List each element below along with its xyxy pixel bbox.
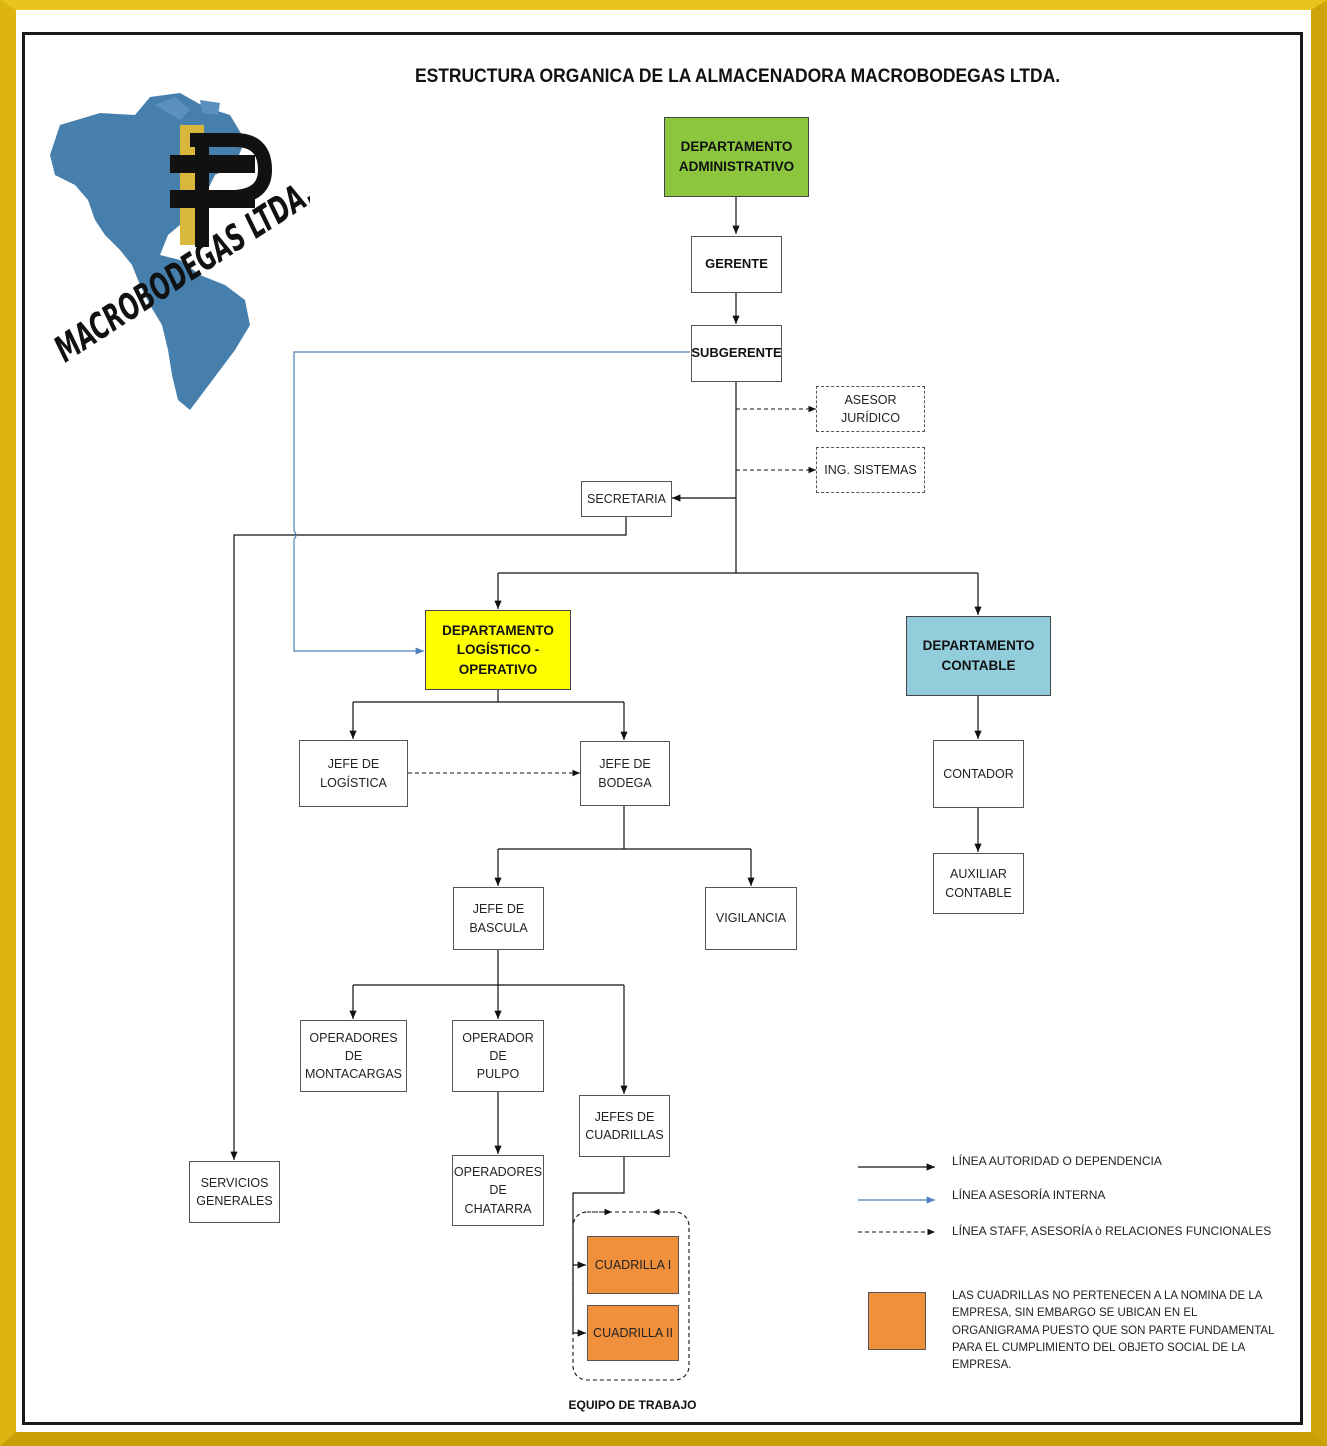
node-departamento-contable: DEPARTAMENTO CONTABLE <box>906 616 1051 696</box>
mb-emblem <box>170 125 273 247</box>
node-secretaria: SECRETARIA <box>581 481 672 517</box>
legend-staff-label: LÍNEA STAFF, ASESORÍA ò RELACIONES FUNCI… <box>952 1224 1272 1238</box>
node-operador-de-pulpo: OPERADOR DE PULPO <box>452 1020 544 1092</box>
node-cuadrilla-i: CUADRILLA I <box>587 1236 679 1294</box>
macrobodegas-logo: MACROBODEGAS LTDA. <box>48 93 310 410</box>
node-asesor-juridico: ASESOR JURÍDICO <box>816 386 925 432</box>
node-servicios-generales: SERVICIOS GENERALES <box>189 1161 280 1223</box>
node-departamento-logistico-operativo: DEPARTAMENTO LOGÍSTICO - OPERATIVO <box>425 610 571 690</box>
legend-crew-swatch <box>868 1292 926 1350</box>
node-cuadrilla-ii: CUADRILLA II <box>587 1305 679 1361</box>
legend-authority-label: LÍNEA AUTORIDAD O DEPENDENCIA <box>952 1154 1162 1168</box>
node-jefes-de-cuadrillas: JEFES DE CUADRILLAS <box>579 1095 670 1157</box>
node-operadores-de-montacargas: OPERADORES DE MONTACARGAS <box>300 1020 407 1092</box>
node-departamento-administrativo: DEPARTAMENTO ADMINISTRATIVO <box>664 117 809 197</box>
legend-crew-note: LAS CUADRILLAS NO PERTENECEN A LA NOMINA… <box>952 1290 1275 1371</box>
node-ing-sistemas: ING. SISTEMAS <box>816 447 925 493</box>
team-caption: EQUIPO DE TRABAJO <box>568 1398 697 1412</box>
chart-border <box>22 32 1303 1425</box>
node-jefe-de-bodega: JEFE DE BODEGA <box>580 741 670 806</box>
node-gerente: GERENTE <box>691 236 782 293</box>
page-title: ESTRUCTURA ORGANICA DE LA ALMACENADORA M… <box>414 66 1061 87</box>
node-contador: CONTADOR <box>933 740 1024 808</box>
node-subgerente: SUBGERENTE <box>691 325 782 382</box>
node-jefe-de-bascula: JEFE DE BASCULA <box>453 887 544 950</box>
node-auxiliar-contable: AUXILIAR CONTABLE <box>933 853 1024 914</box>
node-operadores-de-chatarra: OPERADORES DE CHATARRA <box>452 1155 544 1226</box>
legend-advisory-label: LÍNEA ASESORÍA INTERNA <box>952 1188 1106 1202</box>
node-vigilancia: VIGILANCIA <box>705 887 797 950</box>
node-jefe-de-logistica: JEFE DE LOGÍSTICA <box>299 740 408 807</box>
